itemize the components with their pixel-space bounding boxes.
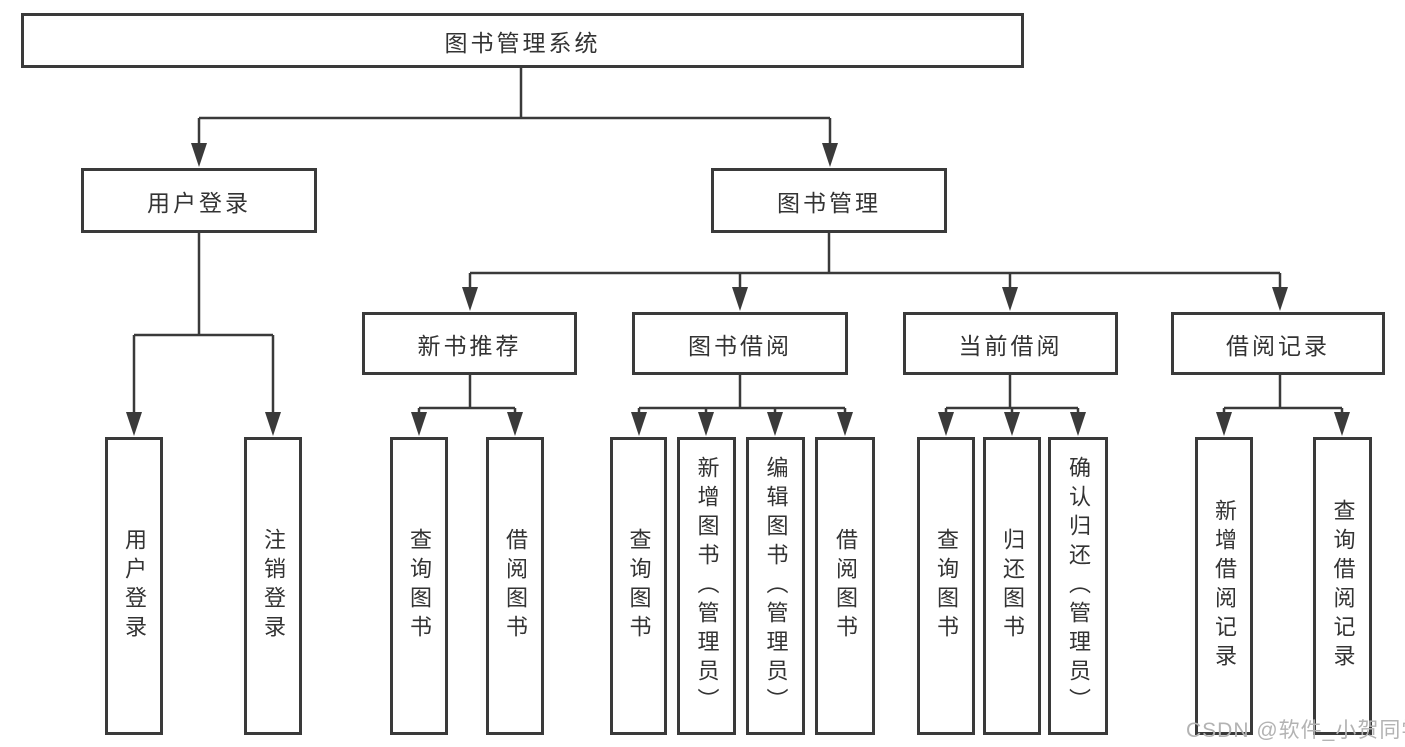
node-label: 图书管理系统 bbox=[444, 29, 601, 56]
node-label: 确认归还（管理员） bbox=[1066, 455, 1091, 717]
connector-bookmgmt-to-level2 bbox=[468, 233, 1282, 293]
node-label: 注销登录 bbox=[261, 528, 286, 644]
node-leaf-recommend-borrow-books: 借阅图书 bbox=[486, 437, 544, 735]
connector-borrowing-to-leaves bbox=[637, 375, 847, 418]
connector-current-to-leaves bbox=[944, 375, 1080, 418]
connector-records-to-leaves bbox=[1222, 375, 1344, 418]
node-root-library-system: 图书管理系统 bbox=[21, 13, 1024, 68]
node-label: 归还图书 bbox=[1000, 528, 1025, 644]
arrow-down-icon bbox=[732, 287, 748, 311]
node-user-login: 用户登录 bbox=[81, 168, 317, 233]
arrow-down-icon bbox=[265, 412, 281, 436]
node-leaf-borrowing-edit-books-admin: 编辑图书（管理员） bbox=[746, 437, 805, 735]
node-leaf-logout: 注销登录 bbox=[244, 437, 302, 735]
arrow-down-icon bbox=[1002, 287, 1018, 311]
arrow-down-icon bbox=[698, 412, 714, 436]
node-label: 新增图书（管理员） bbox=[694, 455, 720, 717]
node-label: 查询图书 bbox=[626, 528, 652, 644]
node-leaf-records-add-record: 新增借阅记录 bbox=[1195, 437, 1253, 735]
node-borrowing-records: 借阅记录 bbox=[1171, 312, 1385, 375]
connector-root-to-level1 bbox=[197, 68, 832, 150]
node-leaf-current-return-books: 归还图书 bbox=[983, 437, 1041, 735]
arrow-down-icon bbox=[462, 287, 478, 311]
node-label: 借阅图书 bbox=[503, 528, 528, 644]
arrow-down-icon bbox=[822, 143, 838, 167]
arrowhead-icons bbox=[126, 143, 1350, 436]
arrow-down-icon bbox=[1334, 412, 1350, 436]
node-label: 编辑图书（管理员） bbox=[763, 455, 789, 717]
node-current-borrowing: 当前借阅 bbox=[903, 312, 1118, 375]
node-leaf-user-login: 用户登录 bbox=[105, 437, 163, 735]
csdn-watermark: CSDN @软件_小贺同学 bbox=[1186, 719, 1405, 742]
node-label: 新书推荐 bbox=[417, 332, 522, 359]
arrow-down-icon bbox=[126, 412, 142, 436]
arrow-down-icon bbox=[1216, 412, 1232, 436]
node-leaf-recommend-query-books: 查询图书 bbox=[390, 437, 448, 735]
arrow-down-icon bbox=[767, 412, 783, 436]
node-leaf-borrowing-query-books: 查询图书 bbox=[610, 437, 667, 735]
node-label: 图书管理 bbox=[777, 189, 881, 216]
node-book-borrowing: 图书借阅 bbox=[632, 312, 848, 375]
arrow-down-icon bbox=[191, 143, 207, 167]
connector-userlogin-to-leaves bbox=[132, 233, 275, 418]
node-label: 当前借阅 bbox=[958, 332, 1063, 359]
node-book-management: 图书管理 bbox=[711, 168, 947, 233]
arrow-down-icon bbox=[1004, 412, 1020, 436]
arrow-down-icon bbox=[631, 412, 647, 436]
arrow-down-icon bbox=[938, 412, 954, 436]
arrow-down-icon bbox=[411, 412, 427, 436]
arrow-down-icon bbox=[1272, 287, 1288, 311]
node-leaf-borrowing-add-books-admin: 新增图书（管理员） bbox=[677, 437, 736, 735]
node-label: 用户登录 bbox=[122, 528, 147, 644]
node-leaf-current-confirm-return-admin: 确认归还（管理员） bbox=[1048, 437, 1108, 735]
node-label: 查询图书 bbox=[934, 528, 959, 644]
node-new-book-recommend: 新书推荐 bbox=[362, 312, 577, 375]
arrow-down-icon bbox=[837, 412, 853, 436]
node-label: 新增借阅记录 bbox=[1212, 499, 1237, 673]
node-label: 查询借阅记录 bbox=[1330, 499, 1356, 673]
node-leaf-records-query-record: 查询借阅记录 bbox=[1313, 437, 1372, 735]
arrow-down-icon bbox=[1070, 412, 1086, 436]
node-label: 图书借阅 bbox=[688, 332, 792, 359]
arrow-down-icon bbox=[507, 412, 523, 436]
node-label: 查询图书 bbox=[407, 528, 432, 644]
node-leaf-current-query-books: 查询图书 bbox=[917, 437, 975, 735]
node-label: 用户登录 bbox=[147, 189, 251, 216]
connector-recommend-to-leaves bbox=[417, 375, 517, 418]
node-label: 借阅记录 bbox=[1226, 332, 1330, 359]
node-label: 借阅图书 bbox=[833, 528, 858, 644]
node-leaf-borrowing-borrow-books: 借阅图书 bbox=[815, 437, 875, 735]
